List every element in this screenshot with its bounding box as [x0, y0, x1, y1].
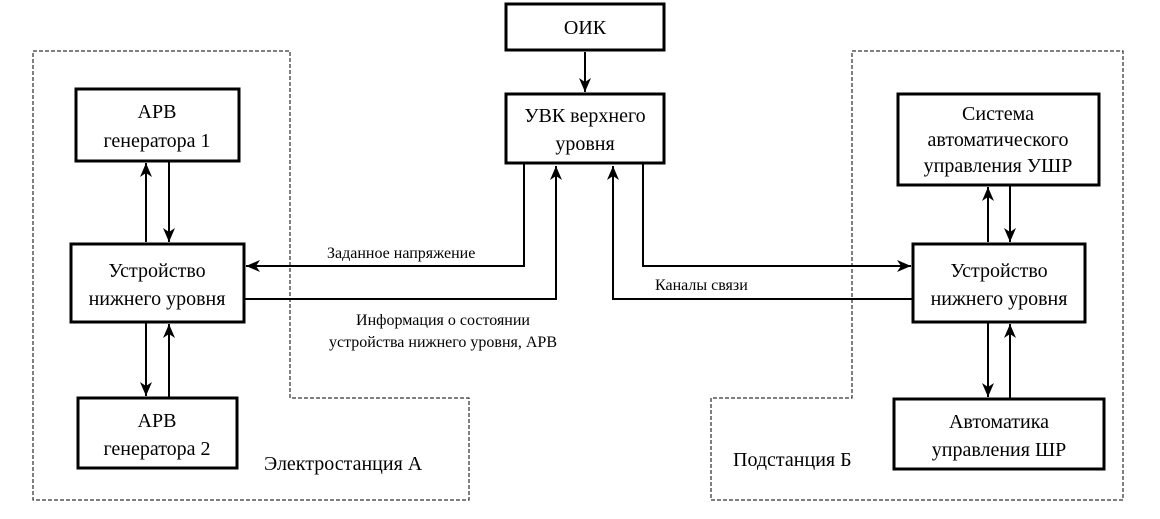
zone-substation-label: Подстанция Б	[733, 449, 852, 471]
block-uvk-line-1: УВК верхнего	[524, 105, 645, 127]
block-usr-line-1: Система	[962, 103, 1034, 125]
block-uvk-line-2: уровня	[555, 133, 614, 155]
label-communication-channels: Каналы связи	[655, 277, 748, 294]
block-lower-level-right: Устройство нижнего уровня	[911, 242, 1087, 324]
block-arv2-line-1: АРВ	[138, 410, 177, 432]
block-shr-line-1: Автоматика	[949, 411, 1049, 433]
block-arv-generator-1: АРВ генератора 1	[74, 87, 241, 163]
block-usr-line-3: управления УШР	[924, 155, 1073, 177]
block-uvk: УВК верхнего уровня	[504, 92, 666, 165]
block-shr-line-2: управления ШР	[932, 439, 1067, 461]
block-oik: ОИК	[504, 2, 666, 52]
block-lower-left-line-2: нижнего уровня	[89, 288, 226, 310]
zone-power-plant-label: Электростанция А	[264, 453, 423, 475]
label-state-info-line-1: Информация о состоянии	[356, 312, 530, 329]
block-usr-control-system: Система автоматического управления УШР	[896, 92, 1101, 187]
block-arv2-line-2: генератора 2	[103, 438, 210, 460]
block-lower-right-line-2: нижнего уровня	[931, 288, 1068, 310]
block-shr-automation: Автоматика управления ШР	[892, 397, 1106, 471]
arrow-uvk-to-lower-left	[246, 164, 525, 272]
arrow-uvk-to-lower-right	[642, 164, 911, 272]
block-arv-generator-2: АРВ генератора 2	[76, 396, 239, 470]
block-lower-left-line-1: Устройство	[108, 260, 205, 282]
block-arv1-line-1: АРВ	[138, 101, 177, 123]
zone-power-plant-border	[32, 50, 470, 501]
block-lower-right-line-1: Устройство	[950, 260, 1047, 282]
arrow-lower-left-to-uvk	[245, 166, 562, 300]
block-lower-level-left: Устройство нижнего уровня	[69, 242, 246, 324]
block-arv1-line-2: генератора 1	[103, 130, 210, 152]
label-setpoint-voltage: Заданное напряжение	[327, 245, 475, 262]
zone-substation-border	[710, 50, 1124, 501]
arrow-lower-right-to-uvk	[607, 166, 912, 300]
block-oik-line-1: ОИК	[564, 17, 607, 39]
block-usr-line-2: автоматического	[928, 129, 1069, 151]
label-state-info-line-2: устройства нижнего уровня, АРВ	[329, 334, 557, 351]
